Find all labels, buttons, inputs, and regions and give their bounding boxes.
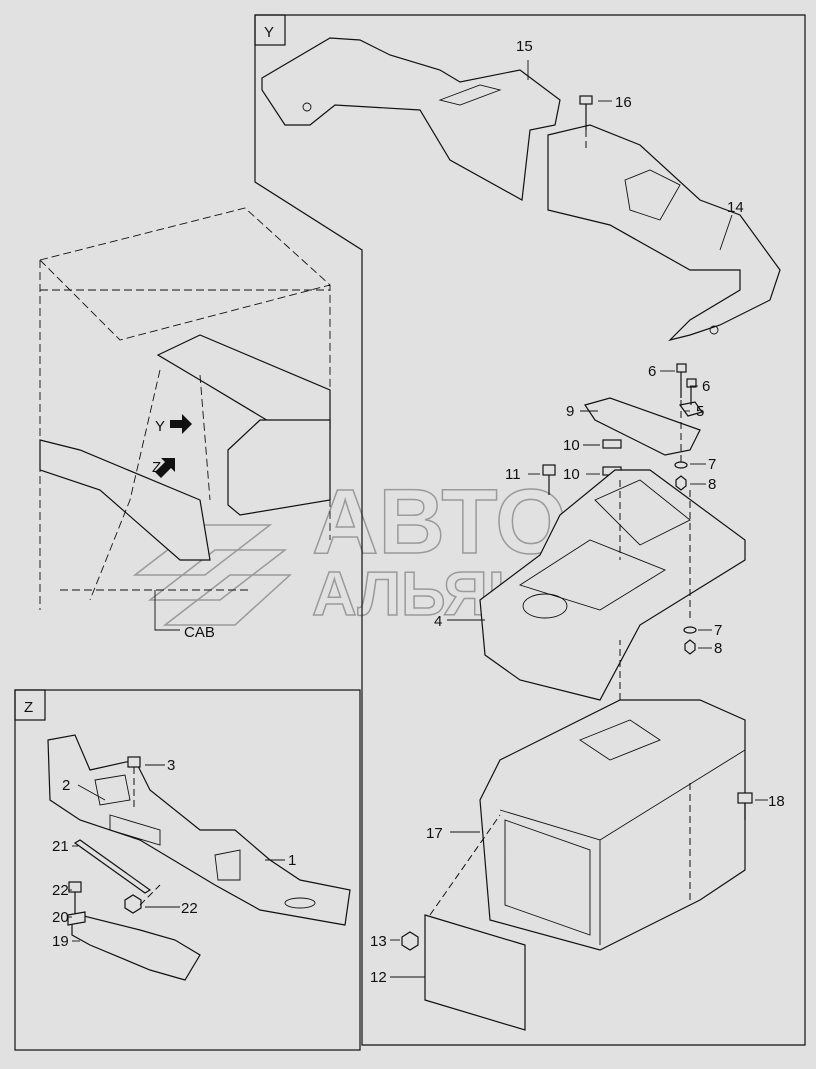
section-y-label: Y	[264, 24, 274, 41]
callout-22: 22	[52, 882, 69, 899]
callout-2: 2	[62, 777, 70, 794]
leader-lines	[68, 60, 768, 978]
part-20-clip	[67, 911, 86, 926]
callout-17: 17	[426, 825, 443, 842]
cab-overview	[39, 207, 331, 631]
callout-16: 16	[615, 94, 632, 111]
section-z-box	[14, 689, 46, 721]
watermark-line1: АВТО	[312, 471, 567, 573]
bolt-22-icons	[67, 881, 161, 926]
section-z-label: Z	[24, 699, 33, 716]
callout-11: 11	[505, 466, 521, 483]
bolt-3-icon	[127, 756, 141, 810]
view-marker-z: Z	[152, 459, 161, 476]
callout-3: 3	[167, 757, 175, 774]
callout-8: 8	[714, 640, 722, 657]
arrow-y-icon	[170, 414, 192, 434]
callout-10: 10	[563, 437, 580, 454]
callout-7: 7	[714, 622, 722, 639]
callout-1: 1	[288, 852, 296, 869]
cab-label: CAB	[184, 624, 215, 641]
callout-4: 4	[434, 613, 442, 630]
frame-z: Z	[14, 689, 361, 1051]
bolt-13-icon	[401, 931, 419, 951]
part-4-console	[479, 469, 746, 701]
callout-15: 15	[516, 38, 533, 55]
callout-21: 21	[52, 838, 69, 855]
callout-18: 18	[768, 793, 785, 810]
frame-y: Y	[254, 14, 806, 1046]
bracket-parts	[542, 363, 703, 495]
callout-7: 7	[708, 456, 716, 473]
callout-9: 9	[566, 403, 574, 420]
bolt-16-icon	[579, 95, 593, 130]
callout-20: 20	[52, 909, 69, 926]
callout-22: 22	[181, 900, 198, 917]
part-5-clip	[678, 401, 703, 417]
section-y-box	[254, 14, 286, 46]
arrow-z-icon	[155, 458, 175, 478]
callout-14: 14	[727, 199, 744, 216]
callout-6: 6	[702, 378, 710, 395]
callout-19: 19	[52, 933, 69, 950]
part-19-cover	[71, 914, 201, 981]
callout-12: 12	[370, 969, 387, 986]
part-21-strip	[73, 839, 152, 894]
bolt-18-icon	[737, 792, 753, 820]
part-15-duct	[261, 37, 561, 201]
part-9-plate	[584, 397, 701, 456]
part-14-duct	[547, 124, 781, 342]
callouts: 15 16 14 6 6 9 5 10 7 11 10 8 4 7 8 18 1…	[52, 38, 785, 986]
callout-10: 10	[563, 466, 580, 483]
callout-13: 13	[370, 933, 387, 950]
callout-5: 5	[696, 403, 704, 420]
callout-6: 6	[648, 363, 656, 380]
view-marker-y: Y	[155, 418, 165, 435]
part-17-box	[479, 640, 746, 951]
part-12-cover	[424, 814, 526, 1031]
part-10-pad	[602, 439, 622, 449]
callout-8: 8	[708, 476, 716, 493]
part-1-panel	[47, 734, 351, 926]
